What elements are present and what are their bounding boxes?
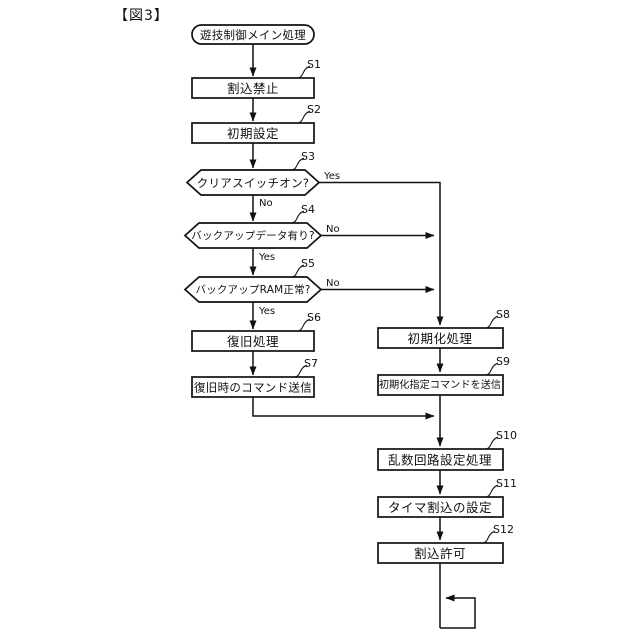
leader-s1 <box>297 65 311 79</box>
leader-s7 <box>294 364 308 378</box>
branch-label-s4-no: No <box>326 224 340 235</box>
process-box <box>377 448 504 471</box>
node-start-label: 遊技制御メイン処理 <box>200 28 306 42</box>
node-s8-label: 初期化処理 <box>407 331 472 346</box>
process-box <box>377 374 504 396</box>
node-start: 遊技制御メイン処理 <box>191 24 315 45</box>
leader-s6 <box>297 318 311 332</box>
process-box <box>191 376 315 398</box>
step-label-s8: S8 <box>496 308 510 321</box>
step-label-s7: S7 <box>304 357 318 370</box>
node-s10: 乱数回路設定処理 S10 <box>377 429 517 471</box>
terminator-shape <box>191 24 315 45</box>
edge-s7-merge <box>252 397 435 420</box>
step-label-s2: S2 <box>307 103 321 116</box>
step-label-s10: S10 <box>496 429 517 442</box>
node-s7: 復旧時のコマンド送信 S7 <box>191 357 318 398</box>
branch-label-s3-yes: Yes <box>323 171 340 182</box>
node-s1: 割込禁止 S1 <box>191 58 321 99</box>
node-s9: 初期化指定コマンドを送信 S9 <box>377 355 510 396</box>
step-label-s1: S1 <box>307 58 321 71</box>
node-s3-label: クリアスイッチオン? <box>197 176 310 190</box>
node-s2: 初期設定 S2 <box>191 103 321 144</box>
node-s1-label: 割込禁止 <box>227 81 279 96</box>
step-label-s3: S3 <box>301 150 315 163</box>
decision-shape <box>183 222 323 249</box>
node-s3: クリアスイッチオン? S3 <box>185 150 321 196</box>
branch-label-s3-no: No <box>259 198 273 209</box>
figure-title: 【図3】 <box>114 8 169 24</box>
node-s6: 復旧処理 S6 <box>191 311 321 352</box>
process-box <box>191 77 315 99</box>
process-box <box>191 330 315 352</box>
leader-s2 <box>297 110 311 124</box>
edge-s3-yes-s8 <box>319 181 444 326</box>
node-s5: バックアップRAM正常? S5 <box>183 257 323 303</box>
leader-s8 <box>485 315 499 329</box>
leader-s11 <box>485 484 499 498</box>
decision-shape <box>185 169 321 196</box>
node-s6-label: 復旧処理 <box>227 334 279 349</box>
decision-shape <box>183 276 323 303</box>
node-s9-label: 初期化指定コマンドを送信 <box>379 378 501 391</box>
node-s4-label: バックアップデータ有り? <box>191 229 314 242</box>
leader-s9 <box>485 362 499 376</box>
node-s2-label: 初期設定 <box>227 126 279 141</box>
node-s8: 初期化処理 S8 <box>377 308 510 349</box>
step-label-s11: S11 <box>496 477 517 490</box>
leader-s5 <box>291 264 305 278</box>
process-box <box>191 122 315 144</box>
node-s11-label: タイマ割込の設定 <box>388 500 492 515</box>
branch-label-s4-yes: Yes <box>258 252 275 263</box>
process-box <box>377 542 504 564</box>
step-label-s9: S9 <box>496 355 510 368</box>
branch-label-s5-yes: Yes <box>258 306 275 317</box>
leader-s12 <box>482 530 496 544</box>
leader-s10 <box>485 436 499 450</box>
process-box <box>377 496 504 518</box>
node-s5-label: バックアップRAM正常? <box>195 283 310 296</box>
node-s7-label: 復旧時のコマンド送信 <box>194 381 312 395</box>
process-box <box>377 327 504 349</box>
step-label-s4: S4 <box>301 203 315 216</box>
node-s12: 割込許可 S12 <box>377 523 514 564</box>
step-label-s5: S5 <box>301 257 315 270</box>
leader-s3 <box>291 157 305 171</box>
step-label-s6: S6 <box>307 311 321 324</box>
branch-label-s5-no: No <box>326 278 340 289</box>
node-s10-label: 乱数回路設定処理 <box>388 453 492 468</box>
step-label-s12: S12 <box>493 523 514 536</box>
loop-edge <box>440 594 476 629</box>
node-s12-label: 割込許可 <box>414 546 466 561</box>
node-s11: タイマ割込の設定 S11 <box>377 477 517 518</box>
node-s4: バックアップデータ有り? S4 <box>183 203 323 249</box>
leader-s4 <box>291 210 305 224</box>
